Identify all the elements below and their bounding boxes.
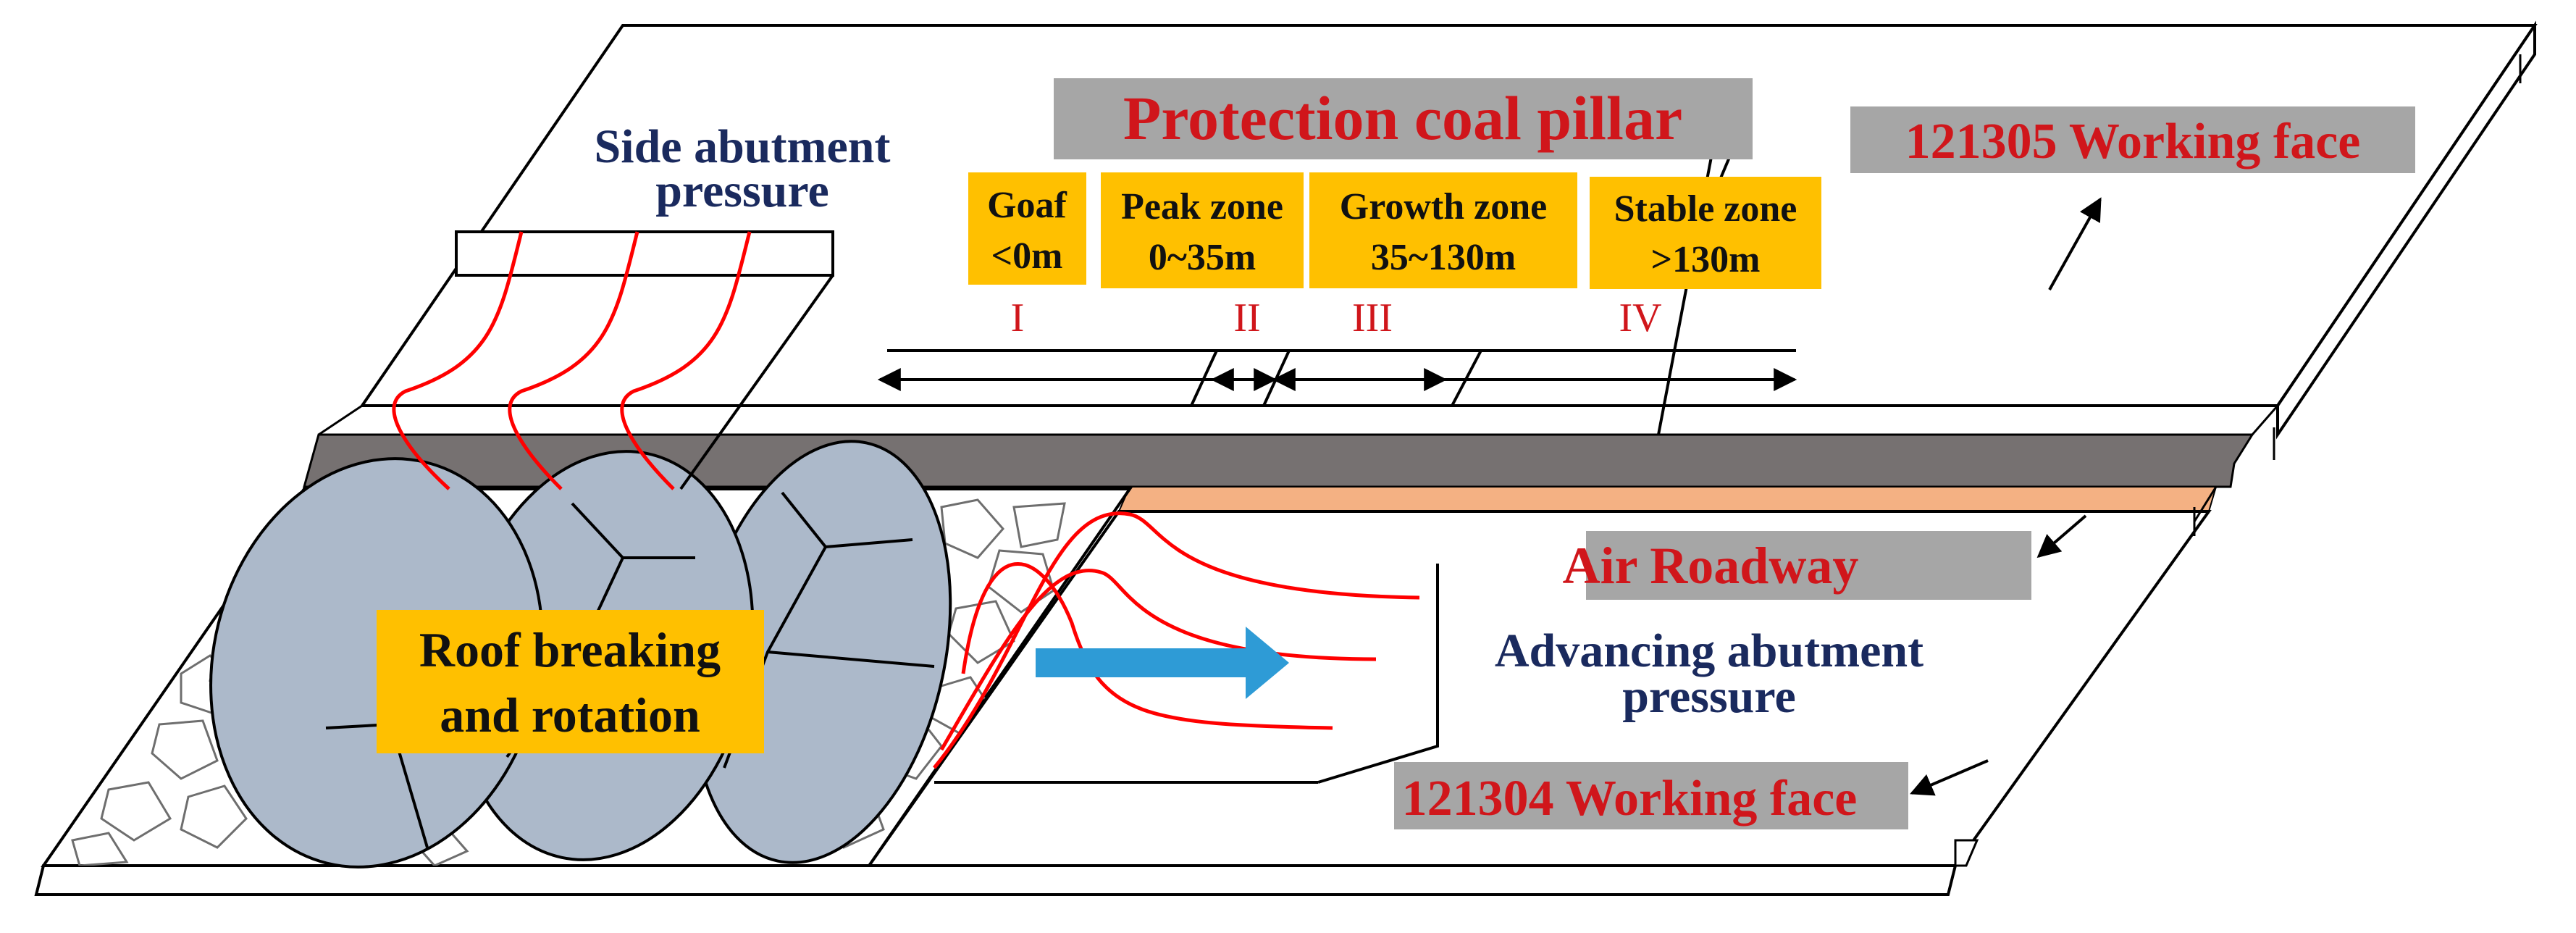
zone-growth: Growth zone 35~130m III	[1309, 172, 1577, 340]
zone-goaf-roman: I	[1011, 296, 1025, 340]
zone-peak-range: 0~35m	[1149, 237, 1256, 278]
advance-direction-arrow	[1036, 627, 1289, 699]
zone-stable-range: >130m	[1651, 239, 1761, 280]
advancing-front-panel	[934, 564, 1439, 784]
zone-stable: Stable zone >130m IV	[1590, 177, 1821, 340]
air-roadway-band	[1117, 486, 2218, 512]
zone-growth-range: 35~130m	[1371, 237, 1516, 278]
zone-goaf: Goaf <0m I	[968, 172, 1086, 340]
roof-label-line1: Roof breaking	[419, 622, 721, 677]
air-roadway-label: Air Roadway	[1563, 537, 1859, 595]
working-face-upper-label: 121305 Working face	[1905, 114, 2361, 170]
side-abutment-bar	[455, 230, 834, 490]
air-roadway-box: Air Roadway	[1563, 531, 2031, 600]
zone-peak-name: Peak zone	[1121, 186, 1283, 227]
zone-stable-roman: IV	[1619, 296, 1661, 340]
roof-label-box: Roof breaking and rotation	[377, 610, 764, 753]
zone-peak: Peak zone 0~35m II	[1101, 172, 1304, 340]
zone-goaf-range: <0m	[991, 235, 1063, 277]
side-pressure-label-line2: pressure	[655, 164, 829, 217]
advancing-pressure-curves	[933, 511, 1420, 769]
working-face-lower-label: 121304 Working face	[1402, 771, 1858, 827]
working-face-lower-box: 121304 Working face	[1394, 762, 1908, 829]
roof-label-line2: and rotation	[440, 687, 700, 742]
side-pressure-label-line1: Side abutment	[595, 120, 891, 173]
advancing-pressure-label-line1: Advancing abutment	[1495, 624, 1923, 677]
working-face-upper-box: 121305 Working face	[1850, 106, 2415, 173]
zone-goaf-name: Goaf	[987, 185, 1067, 226]
advancing-pressure-label-line2: pressure	[1622, 670, 1796, 723]
side-pressure-curves	[392, 231, 752, 490]
zone-growth-roman: III	[1352, 296, 1393, 340]
page-title: Protection coal pillar	[1123, 83, 1682, 153]
zone-peak-roman: II	[1233, 296, 1260, 340]
zone-growth-name: Growth zone	[1340, 186, 1547, 227]
zone-stable-name: Stable zone	[1614, 188, 1797, 230]
title-box: Protection coal pillar	[1054, 78, 1753, 159]
